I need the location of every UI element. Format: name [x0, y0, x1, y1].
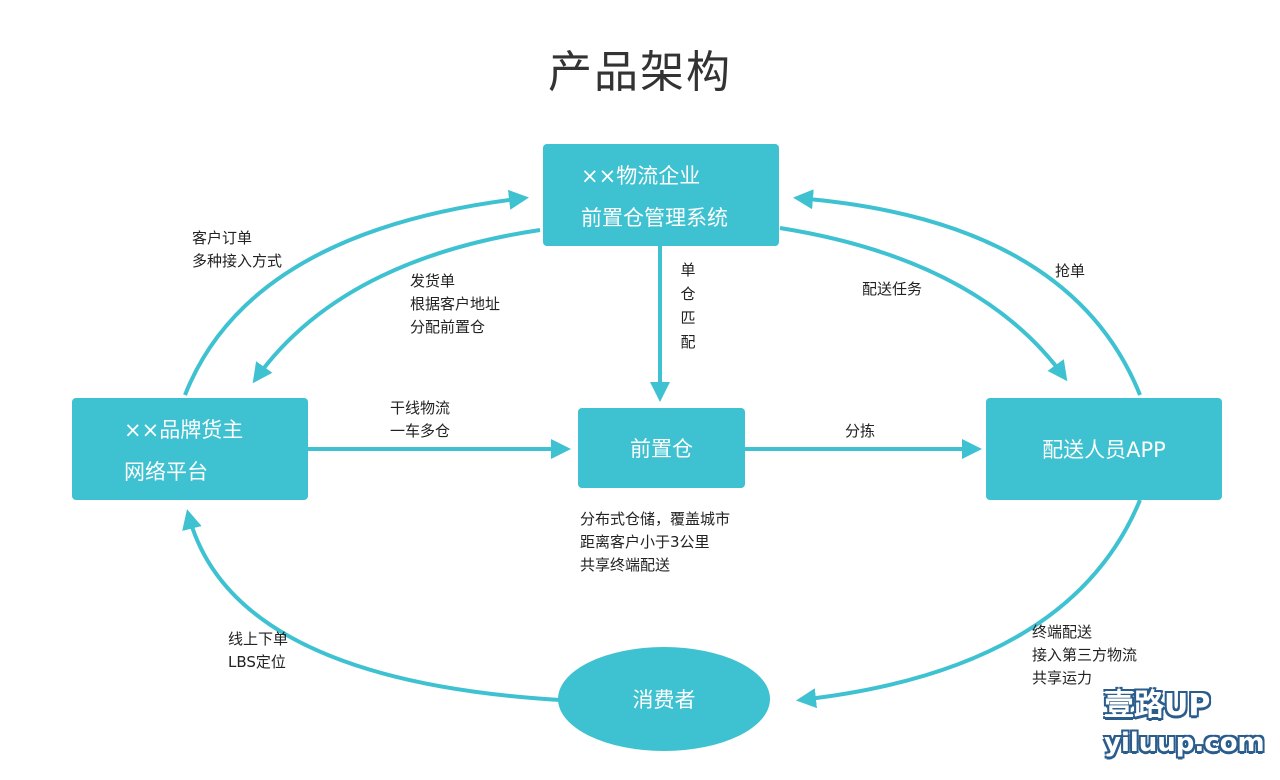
watermark-logo: 壹路UP — [1104, 688, 1211, 723]
arrow-logistics-to-brand — [252, 228, 541, 384]
node-brand-line2: 网络平台 — [124, 460, 208, 484]
node-courier-app: 配送人员APP — [986, 398, 1222, 500]
node-logistics-system: ××物流企业 前置仓管理系统 — [543, 144, 779, 246]
label-warehouse-to-courier: 分拣 — [845, 422, 876, 440]
label-courier-to-consumer: 终端配送 接入第三方物流 共享运力 — [1032, 623, 1138, 687]
node-brand-platform: ××品牌货主 网络平台 — [72, 398, 308, 500]
node-logistics-line1: ××物流企业 — [581, 164, 701, 188]
arrow-courier-to-consumer — [796, 499, 1142, 709]
node-consumer-label: 消费者 — [632, 688, 696, 712]
label-brand-to-logistics: 客户订单 多种接入方式 — [192, 229, 283, 270]
page-title: 产品架构 — [548, 47, 732, 98]
label-courier-to-logistics: 抢单 — [1055, 262, 1086, 280]
label-logistics-to-warehouse: 单 仓 匹 配 — [680, 261, 696, 351]
label-consumer-to-brand: 线上下单 LBS定位 — [228, 630, 289, 671]
node-consumer: 消费者 — [558, 647, 770, 751]
label-logistics-to-courier: 配送任务 — [862, 280, 923, 298]
arrow-brand-to-logistics — [183, 189, 529, 396]
arrow-consumer-to-brand — [182, 509, 561, 702]
label-logistics-to-brand: 发货单 根据客户地址 分配前置仓 — [410, 272, 501, 336]
label-brand-to-warehouse: 干线物流 一车多仓 — [390, 399, 451, 440]
node-courier-label: 配送人员APP — [1042, 438, 1166, 462]
label-warehouse-note: 分布式仓储，覆盖城市 距离客户小于3公里 共享终端配送 — [580, 510, 731, 574]
arrow-logistics-to-courier — [779, 226, 1068, 382]
node-brand-line1: ××品牌货主 — [124, 418, 244, 442]
node-logistics-line2: 前置仓管理系统 — [581, 206, 728, 230]
arrow-courier-to-logistics — [793, 189, 1142, 396]
node-warehouse-label: 前置仓 — [630, 437, 693, 461]
node-front-warehouse: 前置仓 — [578, 408, 745, 488]
watermark-url: yiluup.com — [1104, 728, 1265, 758]
